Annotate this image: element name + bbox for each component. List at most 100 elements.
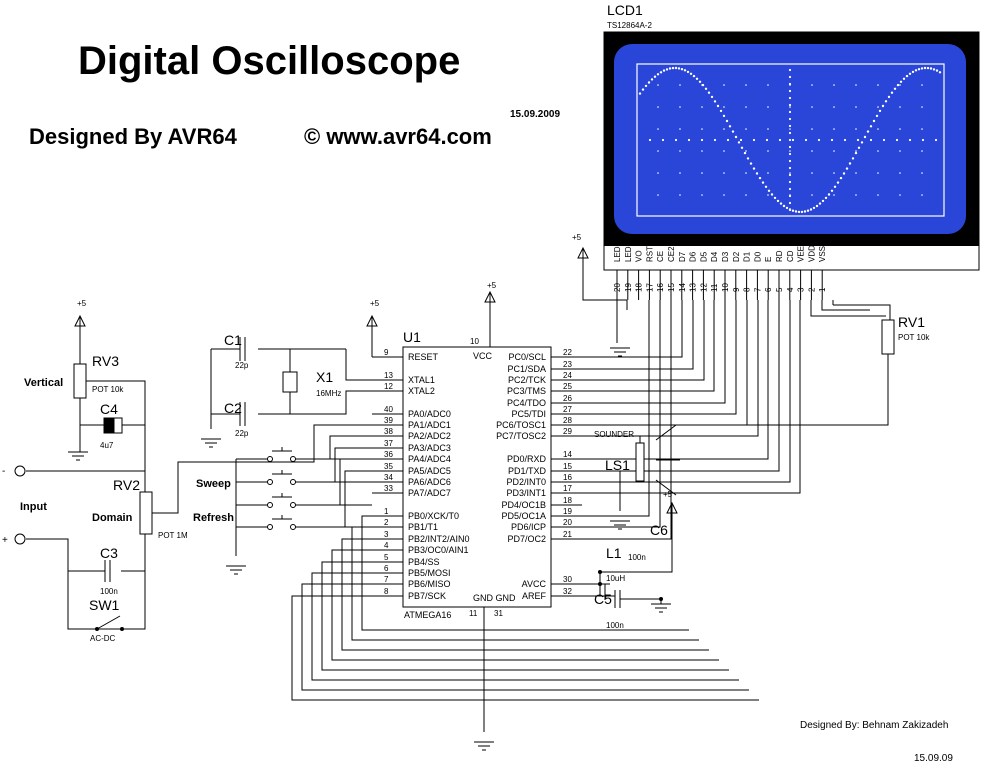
c1-value: 22p	[235, 361, 249, 370]
lcd-trace-point	[884, 100, 888, 103]
wire	[582, 300, 672, 540]
lcd-trace-point	[908, 72, 912, 76]
lcd-pin-name: CD	[786, 250, 795, 262]
c3-ref: C3	[100, 545, 118, 561]
plus5-avcc: +5	[663, 490, 673, 499]
button-contact	[290, 502, 296, 508]
lcd-grid-dot	[789, 128, 791, 130]
wire	[345, 349, 372, 381]
sweep-label: Sweep	[196, 478, 231, 490]
lcd-grid-dot	[679, 84, 681, 86]
mcu-ref: U1	[403, 329, 421, 345]
rv1-value: POT 10k	[898, 333, 930, 342]
lcd-pin-name: RST	[645, 246, 654, 262]
lcd-trace-point	[764, 185, 768, 188]
lcd-axis-dot	[788, 89, 792, 93]
junction	[598, 570, 602, 574]
lcd-axis-dot	[817, 138, 821, 142]
lcd-pin-name: VO	[635, 250, 644, 262]
lcd-trace-point	[674, 66, 678, 70]
lcd-axis-dot	[788, 145, 792, 149]
wire	[311, 572, 739, 681]
button-contact	[290, 479, 296, 485]
lcd-trace-point	[776, 199, 780, 203]
lcd-trace-point	[638, 92, 642, 95]
mcu-right-pin-number: 24	[563, 371, 572, 380]
lcd-pin-name: VEE	[797, 246, 806, 262]
lcd-grid-dot	[921, 84, 923, 86]
lcd-grid-dot	[899, 172, 901, 174]
mcu-gnd-pin-31: 31	[494, 609, 503, 618]
mcu-right-pin-name: PD1/TXD	[508, 466, 547, 476]
c4-value: 4u7	[100, 441, 114, 450]
mcu-body	[402, 346, 552, 608]
lcd-trace-point	[773, 196, 777, 200]
mcu-left-pin-number: 7	[384, 575, 389, 584]
rv2-body	[139, 491, 153, 535]
mcu-left-pin-number: 4	[384, 541, 389, 550]
lcd-axis-dot	[700, 138, 704, 142]
lcd-grid-dot	[723, 172, 725, 174]
mcu-left-pin-name: PA7/ADC7	[408, 488, 451, 498]
lcd-pin-name: LED-	[613, 243, 622, 262]
button-contact	[267, 479, 273, 485]
lcd-grid-dot	[767, 194, 769, 196]
lcd-grid-dot	[767, 128, 769, 130]
lcd-trace-point	[728, 125, 732, 128]
ground-symbols	[68, 347, 671, 751]
wire	[96, 615, 121, 630]
lcd-grid-dot	[921, 128, 923, 130]
lcd-grid-dot	[833, 172, 835, 174]
mcu-right-pin-name: PC0/SCL	[508, 352, 546, 362]
c5-ref: C5	[594, 591, 612, 607]
lcd-grid-dot	[877, 194, 879, 196]
lcd-trace-point	[815, 204, 819, 208]
lcd-grid-dot	[833, 194, 835, 196]
lcd-axis-dot	[661, 138, 665, 142]
wire	[152, 424, 372, 514]
lcd-trace-point	[689, 72, 693, 76]
lcd-grid-dot	[789, 106, 791, 108]
mcu-right-pin-name: PC3/TMS	[507, 386, 546, 396]
lcd-trace-point	[650, 78, 654, 81]
lcd-trace-point	[800, 210, 804, 214]
lcd-grid-dot	[811, 106, 813, 108]
mcu-right-pin-number: 25	[563, 382, 572, 391]
lcd-trace-point	[695, 77, 699, 81]
lcd-axis-dot	[934, 138, 938, 142]
button-contact	[267, 524, 273, 530]
lcd-pin-name: D3	[721, 251, 730, 262]
lcd-grid-dot	[789, 172, 791, 174]
lcd-axis-dot	[788, 138, 792, 142]
input-minus-label: -	[2, 466, 5, 477]
mcu-left-pin-name: PB3/OC0/AIN1	[408, 545, 469, 555]
mcu-left-pin-name: PB2/INT2/AIN0	[408, 534, 470, 544]
rv1-ref: RV1	[898, 314, 925, 330]
lcd-axis-dot	[843, 138, 847, 142]
mcu-left-pin-name: PB6/MISO	[408, 579, 451, 589]
lcd-trace-point	[929, 67, 933, 70]
lcd-grid-dot	[855, 150, 857, 152]
lcd-trace-point	[707, 91, 711, 94]
lcd-trace-point	[809, 208, 813, 211]
lcd-trace-point	[851, 157, 855, 160]
lcd-trace-point	[794, 210, 798, 213]
mcu-left-pin-number: 36	[384, 450, 393, 459]
lcd-grid-dot	[833, 150, 835, 152]
c1-ref: C1	[224, 332, 242, 348]
lcd-trace-point	[719, 109, 723, 113]
lcd-axis-dot	[648, 138, 652, 142]
mcu-right-pin-number: 21	[563, 530, 572, 539]
wire	[291, 595, 759, 701]
wire	[582, 266, 627, 301]
sw1-value: AC-DC	[90, 634, 116, 643]
mcu-left-pin-name: PB5/MOSI	[408, 568, 451, 578]
mcu-right-pin-number: 15	[563, 462, 572, 471]
lcd-grid-dot	[723, 106, 725, 108]
lcd-trace-point	[848, 162, 852, 165]
lcd-axis-dot	[726, 138, 730, 142]
lcd-trace-point	[686, 70, 690, 74]
wire	[582, 300, 791, 483]
mcu-left-pin-number: 8	[384, 587, 389, 596]
lcd-trace-point	[740, 146, 744, 149]
